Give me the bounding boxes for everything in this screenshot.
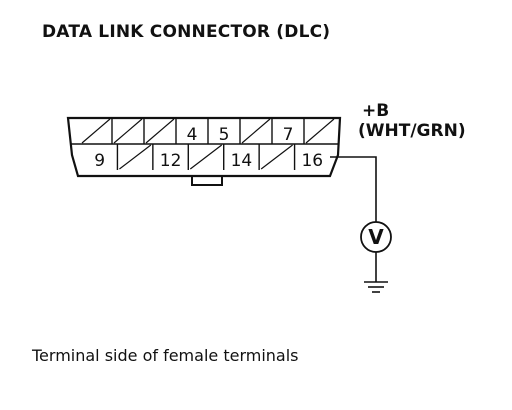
bottom-row-cell-3: 12 <box>152 144 182 171</box>
voltmeter-symbol: V <box>368 225 384 249</box>
terminal-12-label: 12 <box>160 151 182 171</box>
top-row-cell-7: 7 <box>271 118 294 145</box>
bottom-row-cell-5: 14 <box>223 144 253 171</box>
terminal-16-label: 16 <box>301 151 323 171</box>
wire-color-label: (WHT/GRN) <box>358 121 466 141</box>
top-row-cell-8 <box>303 118 335 144</box>
bottom-row-cell-1: 9 <box>94 151 105 171</box>
test-lead-wire <box>330 156 377 222</box>
top-row-cell-4: 4 <box>175 118 198 145</box>
terminal-14-label: 14 <box>231 151 253 171</box>
bottom-row-cell-2 <box>116 144 152 170</box>
terminal-7-label: 7 <box>283 125 294 145</box>
ground-icon <box>364 281 388 293</box>
terminal-4-label: 4 <box>187 125 198 145</box>
supply-label: +B <box>362 101 390 121</box>
top-row-cell-5: 5 <box>207 118 230 145</box>
connector-top-row: 4 5 7 <box>81 118 335 145</box>
top-row-cell-1 <box>81 118 111 144</box>
top-row-cell-6 <box>239 118 271 144</box>
connector-outline <box>66 116 342 178</box>
connector-key-tab <box>191 176 223 186</box>
diagram-caption: Terminal side of female terminals <box>32 346 299 365</box>
connector-bottom-row: 9 12 14 16 <box>94 144 323 171</box>
top-row-cell-3 <box>143 118 175 144</box>
bottom-row-cell-7: 16 <box>293 144 323 171</box>
terminal-5-label: 5 <box>219 125 230 145</box>
diagram-title: DATA LINK CONNECTOR (DLC) <box>42 22 331 42</box>
top-row-cell-2 <box>111 118 143 144</box>
bottom-row-cell-4 <box>187 144 223 170</box>
bottom-row-cell-6 <box>258 144 293 170</box>
terminal-9-label: 9 <box>94 151 105 171</box>
